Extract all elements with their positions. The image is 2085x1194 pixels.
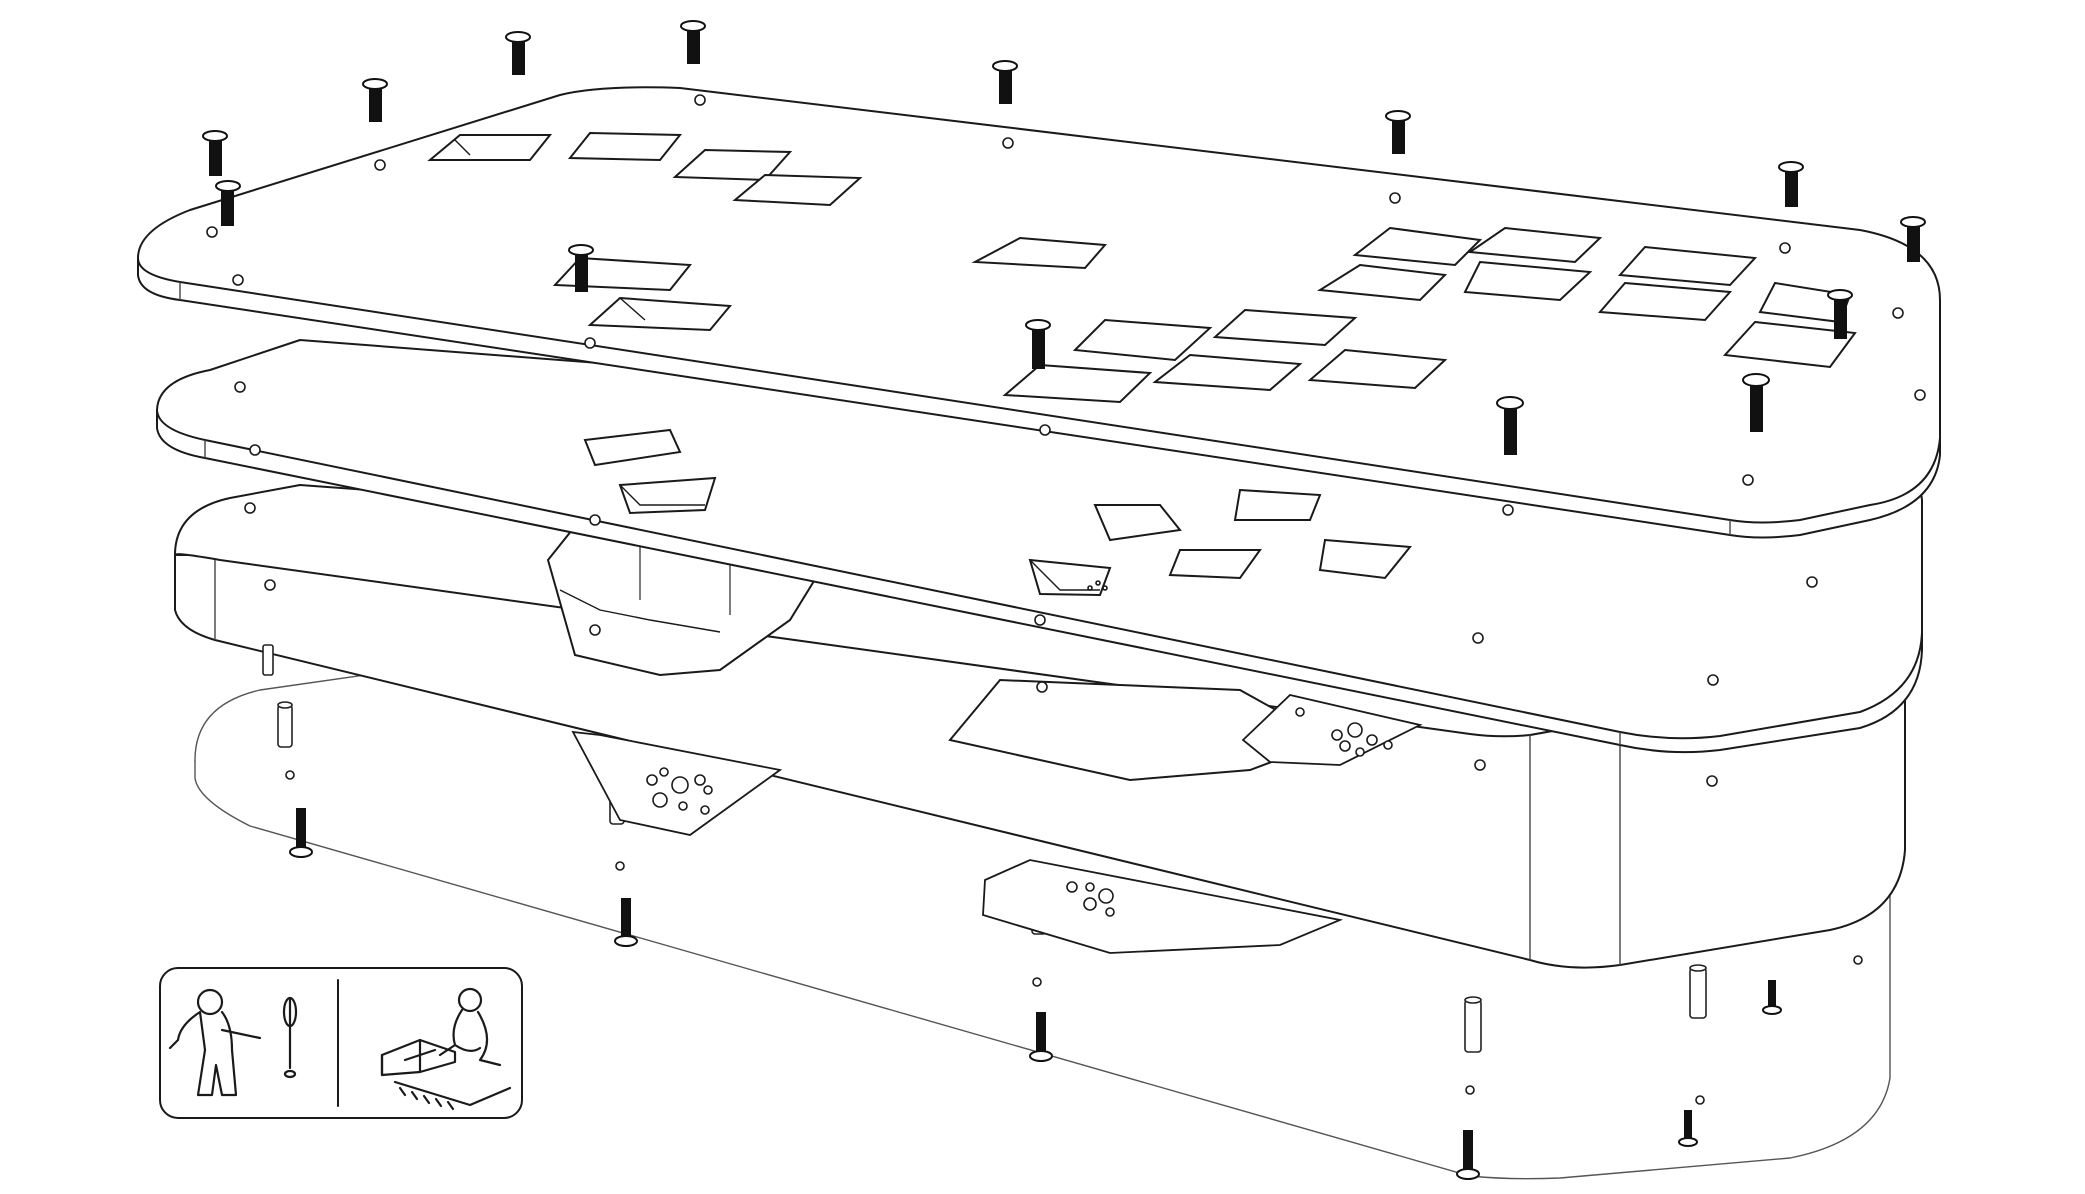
screw xyxy=(992,60,1018,104)
bottom-screw xyxy=(1456,1130,1480,1180)
screw xyxy=(680,20,706,64)
bottom-screw xyxy=(1678,1110,1698,1147)
screw xyxy=(505,31,531,75)
top-plate xyxy=(137,86,1941,539)
standoff xyxy=(1689,964,1707,1019)
screw xyxy=(1385,110,1411,154)
person-with-screwdriver-icon xyxy=(168,988,298,1097)
screw xyxy=(1778,161,1804,207)
screw xyxy=(1496,396,1524,455)
standoff xyxy=(1464,996,1482,1053)
screw xyxy=(1742,373,1770,432)
bottom-screw xyxy=(614,898,638,947)
bottom-screw xyxy=(289,808,313,858)
bottom-screw xyxy=(1029,1012,1053,1062)
screw xyxy=(215,180,241,226)
bottom-screw xyxy=(1762,980,1782,1015)
screw xyxy=(202,130,228,176)
screw xyxy=(362,78,388,122)
person-at-workbench-icon xyxy=(380,987,512,1111)
right-pcb xyxy=(1241,694,1423,766)
screw xyxy=(1827,289,1853,339)
instruction-icon-panel xyxy=(159,967,523,1119)
top-screws xyxy=(202,20,1926,455)
screw xyxy=(1025,319,1051,369)
standoff xyxy=(262,644,274,676)
screw xyxy=(1900,216,1926,262)
standoff xyxy=(277,701,293,748)
screw xyxy=(568,244,594,292)
